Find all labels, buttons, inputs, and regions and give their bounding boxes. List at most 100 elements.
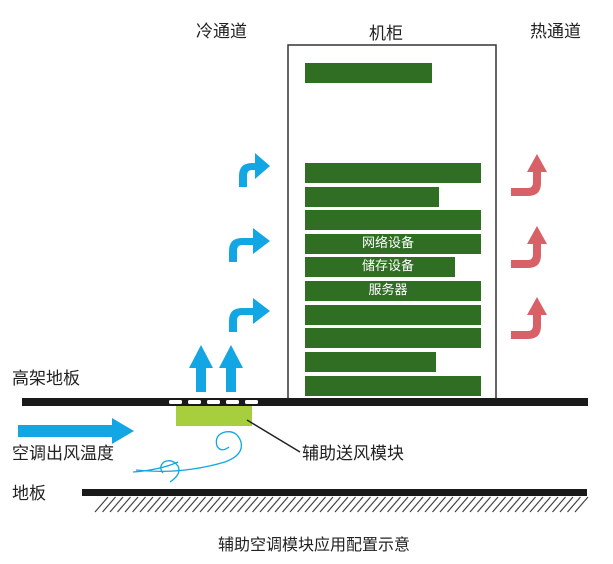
hatch-line: [222, 496, 236, 513]
hatch-line: [454, 496, 469, 513]
hatch-line: [244, 496, 259, 513]
hatch-line: [192, 496, 206, 513]
hatch-line: [484, 496, 499, 513]
cold-air-bent-arrows: [229, 153, 270, 332]
equipment-unit: [305, 328, 481, 348]
hatch-line: [109, 496, 124, 513]
hatch-line: [177, 496, 191, 513]
equipment-units: [305, 63, 481, 396]
hot-aisle-label: 热通道: [530, 22, 581, 42]
hatch-line: [364, 496, 379, 513]
hatch-line: [252, 496, 266, 513]
cold-air-up-arrows: [189, 345, 243, 392]
hatch-line: [94, 496, 109, 513]
equipment-unit: [305, 163, 481, 183]
up-arrow-icon: [219, 345, 243, 392]
hatch-line: [297, 496, 311, 513]
hatch-line: [559, 496, 574, 513]
hot-air-up-arrow-icon: [511, 226, 547, 268]
equipment-unit: [305, 187, 439, 207]
hatch-line: [514, 496, 529, 513]
hatch-line: [394, 496, 409, 513]
hatch-line: [387, 496, 401, 513]
equipment-unit: [305, 305, 481, 325]
hatch-line: [267, 496, 281, 513]
hatch-line: [312, 496, 326, 513]
supply-temp-label: 空调出风温度: [12, 444, 114, 464]
storage-equipment-label: 储存设备: [361, 259, 415, 274]
cabinet-label: 机柜: [369, 24, 403, 44]
auxiliary-module-label: 辅助送风模块: [302, 444, 404, 464]
module-leader-line: [246, 419, 301, 453]
hatch-line: [327, 496, 341, 513]
hatch-line: [432, 496, 446, 513]
ground-floor-slab: [82, 489, 587, 496]
hatch-line: [102, 496, 116, 513]
hatch-line: [424, 496, 439, 513]
hatch-line: [199, 496, 214, 513]
floor-label: 地板: [12, 484, 46, 504]
hatch-line: [334, 496, 349, 513]
cold-aisle-label: 冷通道: [196, 22, 247, 42]
network-equipment-label: 网络设备: [361, 236, 415, 251]
hatch-line: [289, 496, 304, 513]
hatch-line: [304, 496, 319, 513]
up-arrow-icon: [189, 345, 213, 392]
server-label: 服务器: [368, 283, 408, 298]
vent-slot: [226, 400, 239, 404]
ground-hatching: [94, 496, 589, 513]
hatch-line: [522, 496, 536, 513]
hatch-line: [402, 496, 416, 513]
vent-slot: [188, 400, 201, 404]
hatch-line: [139, 496, 154, 513]
hatch-line: [132, 496, 146, 513]
diagram-caption: 辅助空调模块应用配置示意: [218, 535, 411, 554]
hatch-line: [154, 496, 169, 513]
airflow-swirl-icon: [132, 431, 243, 483]
hatch-line: [259, 496, 274, 513]
hatch-line: [162, 496, 176, 513]
equipment-unit: [305, 352, 436, 372]
hatch-line: [237, 496, 251, 513]
equipment-unit: [305, 63, 432, 83]
hatch-line: [544, 496, 559, 513]
hatch-line: [567, 496, 581, 513]
hatch-line: [379, 496, 394, 513]
floor-vents: [169, 400, 258, 404]
bent-right-arrow-icon: [229, 298, 270, 332]
hatch-line: [282, 496, 296, 513]
hatch-line: [147, 496, 161, 513]
hatch-line: [124, 496, 139, 513]
hatch-line: [462, 496, 476, 513]
hatch-line: [574, 496, 589, 513]
hot-air-up-arrow-icon: [511, 297, 547, 339]
hatch-line: [439, 496, 454, 513]
hatch-line: [447, 496, 461, 513]
raised-floor-slab: [22, 398, 588, 406]
hatch-line: [319, 496, 334, 513]
hatch-line: [409, 496, 424, 513]
vent-slot: [245, 400, 258, 404]
hatch-line: [372, 496, 386, 513]
hatch-line: [357, 496, 371, 513]
hatch-line: [552, 496, 566, 513]
auxiliary-module-box: [176, 406, 252, 426]
hatch-line: [342, 496, 356, 513]
raised-floor-label: 高架地板: [12, 369, 80, 389]
equipment-unit-storage: [305, 257, 455, 277]
hatch-line: [499, 496, 514, 513]
vent-slot: [207, 400, 220, 404]
hatch-line: [529, 496, 544, 513]
hatch-line: [349, 496, 364, 513]
hatch-line: [214, 496, 229, 513]
hatch-line: [169, 496, 184, 513]
equipment-unit: [305, 376, 481, 396]
hatch-line: [184, 496, 199, 513]
bent-right-arrow-icon: [229, 228, 270, 262]
hatch-line: [507, 496, 521, 513]
hatch-line: [469, 496, 484, 513]
hot-air-up-arrow-icon: [511, 154, 547, 196]
vent-slot: [169, 400, 182, 404]
supply-air-arrow-icon: [18, 418, 134, 444]
